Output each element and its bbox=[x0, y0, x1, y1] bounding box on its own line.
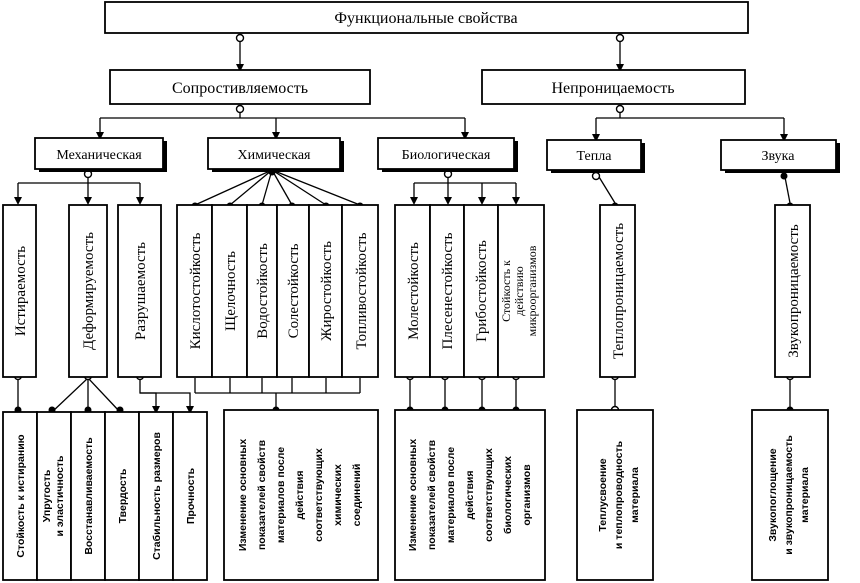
mechanical-properties: Истираемость Деформируемость Разрушаемос… bbox=[2, 204, 162, 378]
sound-property: Звукопроницаемость bbox=[774, 204, 811, 378]
prop-water-resistance: Водостойкость bbox=[255, 243, 271, 339]
biological-properties: Молестойкость Плесенестойкость Грибостой… bbox=[394, 204, 545, 378]
detail-abrasion-resistance: Стойкость к истиранию bbox=[15, 434, 27, 557]
sound-details-text: Звукопоглощение и звукопроницаемость матер… bbox=[767, 435, 811, 555]
category-chemical: Химическая bbox=[207, 137, 344, 172]
prop-sound-permeability: Звукопроницаемость bbox=[786, 224, 802, 358]
prop-fungus-resistance: Грибостойкость bbox=[474, 240, 490, 342]
category-biological: Биологическая bbox=[377, 137, 518, 172]
prop-microorganisms-line-2: действию bbox=[512, 266, 526, 316]
sound-detail-line-2: и звукопроницаемость bbox=[783, 435, 795, 555]
biological-detail-line-3: материалов после bbox=[445, 447, 457, 543]
prop-acid-resistance: Кислотостойкость bbox=[188, 232, 204, 349]
prop-microorganisms-line-1: Стойкость к bbox=[499, 260, 513, 322]
chemical-properties: Кислотостойкость Щелочность Водостойкост… bbox=[176, 204, 379, 378]
chemical-detail-line-3: материалов после bbox=[275, 447, 287, 543]
prop-abradability: Истираемость bbox=[13, 246, 29, 336]
prop-fuel-resistance: Топливостойкость bbox=[354, 232, 370, 349]
detail-elasticity-line-2: и эластичность bbox=[54, 455, 66, 537]
chemical-details-text: Изменение основных показателей свойств мат… bbox=[237, 439, 363, 551]
prop-moth-resistance: Молестойкость bbox=[406, 242, 422, 340]
prop-salt-resistance: Солестойкость bbox=[286, 243, 302, 338]
chemical-detail-line-2: показателей свойств bbox=[256, 439, 268, 550]
detail-strength: Прочность bbox=[185, 467, 197, 524]
prop-mold-resistance: Плесенестойкость bbox=[440, 232, 456, 349]
prop-alkali: Щелочность bbox=[223, 251, 239, 331]
heat-details: Теплусвоение и теплопроводность материала bbox=[576, 409, 654, 581]
heat-detail-line-1: Теплусвоение bbox=[597, 458, 609, 531]
group-label-impermeability: Непроницаемость bbox=[551, 80, 674, 97]
diagram-title: Функциональные свойства bbox=[334, 10, 517, 27]
biological-detail-line-1: Изменение основных bbox=[407, 439, 419, 551]
biological-details: Изменение основных показателей свойств мат… bbox=[394, 409, 546, 581]
connector-lines bbox=[17, 34, 791, 413]
title-box: Функциональные свойства bbox=[104, 1, 749, 34]
group-resistance: Сопростивляемость bbox=[109, 69, 371, 105]
heat-property: Теплопроницаемость bbox=[599, 204, 636, 378]
category-mechanical: Механическая bbox=[34, 137, 167, 172]
prop-heat-permeability: Теплопроницаемость bbox=[611, 223, 627, 359]
connector-arrows bbox=[14, 64, 788, 414]
mechanical-details: Стойкость к истиранию Упругость и эласти… bbox=[2, 411, 208, 581]
biological-detail-line-7: организмов bbox=[521, 464, 533, 526]
biological-details-text: Изменение основных показателей свойств мат… bbox=[407, 439, 533, 551]
sound-details: Звукопоглощение и звукопроницаемость матер… bbox=[751, 409, 829, 581]
category-label-mechanical: Механическая bbox=[56, 148, 142, 163]
biological-detail-line-2: показателей свойств bbox=[426, 439, 438, 550]
category-heat: Тепла bbox=[546, 139, 645, 173]
sound-detail-line-3: материала bbox=[799, 467, 811, 523]
detail-dimensional-stability: Стабильность размеров bbox=[151, 432, 163, 560]
group-impermeability: Непроницаемость bbox=[481, 69, 746, 105]
biological-detail-line-6: биологических bbox=[502, 456, 514, 534]
detail-recovery: Восстанавливаемость bbox=[83, 437, 95, 555]
detail-elasticity-line-1: Упругость bbox=[41, 469, 53, 522]
biological-detail-line-5: соответствующих bbox=[483, 448, 495, 542]
biological-detail-line-4: действия bbox=[464, 471, 476, 520]
group-label-resistance: Сопростивляемость bbox=[172, 80, 308, 97]
heat-detail-line-2: и теплопроводность bbox=[613, 440, 625, 549]
prop-fat-resistance: Жиростойкость bbox=[319, 241, 335, 341]
chemical-details: Изменение основных показателей свойств мат… bbox=[223, 409, 379, 581]
chemical-detail-line-6: химических bbox=[332, 464, 344, 526]
heat-detail-line-3: материала bbox=[629, 467, 641, 523]
prop-deformability: Деформируемость bbox=[81, 232, 97, 350]
category-label-heat: Тепла bbox=[577, 149, 613, 164]
chemical-detail-line-4: действия bbox=[294, 471, 306, 520]
chemical-detail-line-5: соответствующих bbox=[313, 448, 325, 542]
sound-detail-line-1: Звукопоглощение bbox=[767, 448, 779, 541]
category-label-biological: Биологическая bbox=[402, 148, 491, 163]
category-label-sound: Звука bbox=[762, 149, 796, 164]
chemical-detail-line-1: Изменение основных bbox=[237, 439, 249, 551]
category-label-chemical: Химическая bbox=[237, 148, 311, 163]
category-sound: Звука bbox=[720, 139, 840, 173]
prop-destructibility: Разрушаемость bbox=[133, 242, 149, 340]
detail-hardness: Твердость bbox=[117, 468, 129, 523]
prop-microorganisms-line-3: микроорганизмов bbox=[525, 245, 539, 336]
heat-details-text: Теплусвоение и теплопроводность материала bbox=[597, 440, 641, 549]
chemical-detail-line-7: соединений bbox=[351, 464, 363, 527]
